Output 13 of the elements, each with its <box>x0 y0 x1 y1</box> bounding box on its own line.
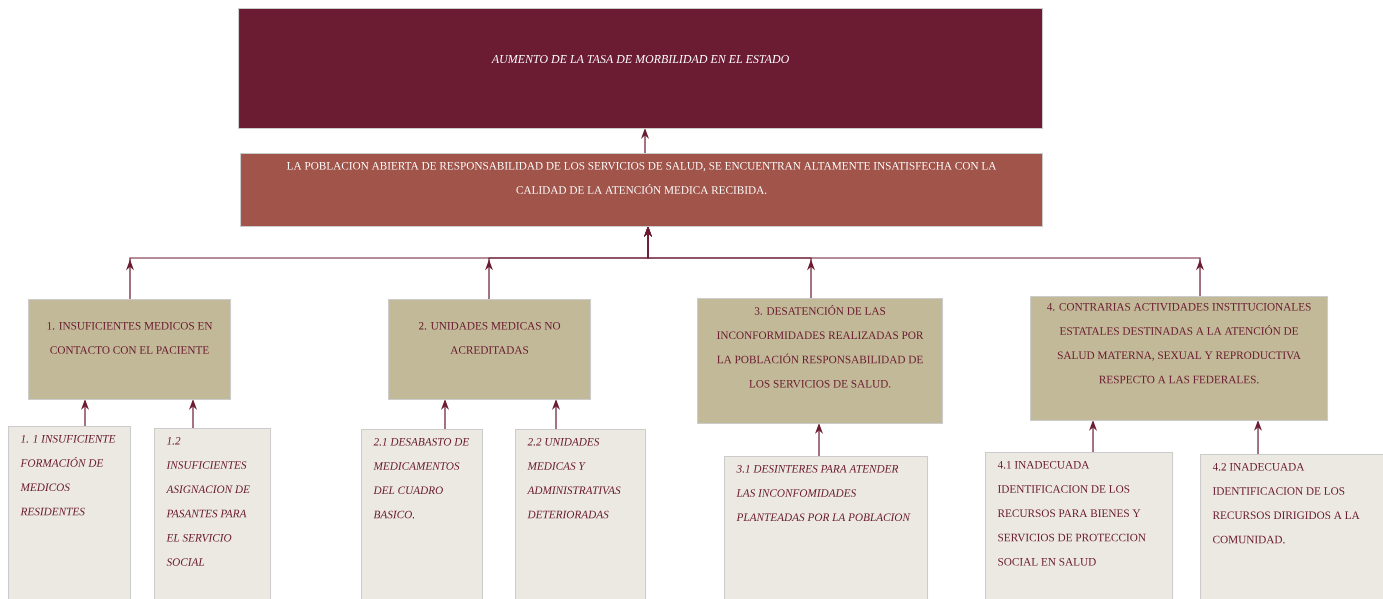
subcause-box: 2.2 UNIDADES MEDICAS Y ADMINISTRATIVAS DETERIORADAS <box>515 429 647 599</box>
problem-box: LA POBLACION ABIERTA DE RESPONSABILIDAD DE LOS SERVICIOS DE SALUD, SE ENCUENTRAN ALTAMENTE INSATISFECHA CON LA CALIDAD DE LA ATENCIÓN MEDICA RECIBIDA. <box>240 153 1044 228</box>
subcause-box: 2.1 DESABASTO DE MEDICAMENTOS DEL CUADRO BASICO. <box>361 429 484 599</box>
cause-box: 2. UNIDADES MEDICAS NO ACREDITADAS <box>388 299 592 401</box>
cause-box: 4. CONTRARIAS ACTIVIDADES INSTITUCIONALES ESTATALES DESTINADAS A LA ATENCIÓN DE SALUD MATERNA, SEXUAL Y REPRODUCTIVA RESPECTO A LAS FEDERALES. <box>1030 296 1329 422</box>
subcause-box: 1.2 INSUFICIENTES ASIGNACION DE PASANTES PARA EL SERVICIO SOCIAL <box>154 428 272 599</box>
subcause-box: 4.1 INADECUADA IDENTIFICACION DE LOS RECURSOS PARA BIENES Y SERVICIOS DE PROTECCION SOCIAL EN SALUD <box>985 452 1174 599</box>
effect-box: AUMENTO DE LA TASA DE MORBILIDAD EN EL ESTADO <box>238 8 1044 130</box>
subcause-box: 3.1 DESINTERES PARA ATENDER LAS INCONFOMIDADES PLANTEADAS POR LA POBLACION <box>724 456 929 599</box>
cause-box: 3. DESATENCIÓN DE LAS INCONFORMIDADES REALIZADAS POR LA POBLACIÓN RESPONSABILIDAD DE LOS SERVICIOS DE SALUD. <box>697 298 944 425</box>
subcause-box: 4.2 INADECUADA IDENTIFICACION DE LOS RECURSOS DIRIGIDOS A LA COMUNIDAD. <box>1200 454 1383 599</box>
subcause-box: 1. 1 INSUFICIENTE FORMACIÓN DE MEDICOS RESIDENTES <box>8 426 132 599</box>
cause-box: 1. INSUFICIENTES MEDICOS EN CONTACTO CON EL PACIENTE <box>28 299 232 401</box>
